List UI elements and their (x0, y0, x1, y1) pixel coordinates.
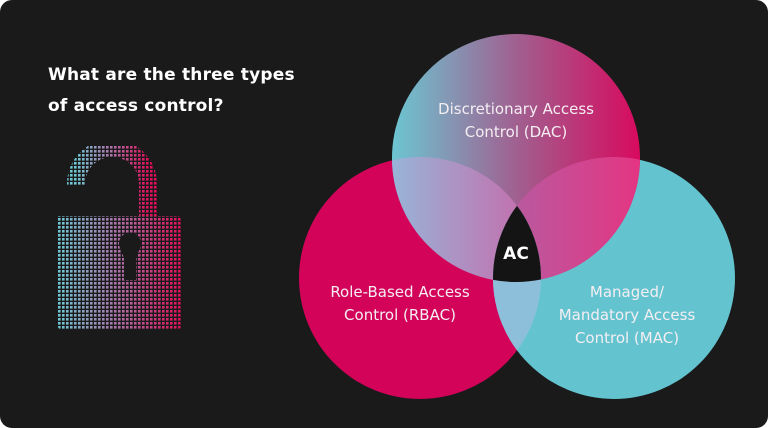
mac-label: Managed/ Mandatory Access Control (MAC) (558, 283, 696, 347)
page-title: What are the three types of access contr… (48, 60, 308, 122)
rbac-label: Role-Based Access Control (RBAC) (330, 283, 470, 324)
title-line-2: of access control? (48, 96, 224, 116)
unlocked-padlock-icon (58, 146, 181, 329)
title-line-1: What are the three types (48, 65, 295, 85)
center-label: AC (503, 244, 529, 264)
dac-label: Discretionary Access Control (DAC) (438, 100, 594, 141)
